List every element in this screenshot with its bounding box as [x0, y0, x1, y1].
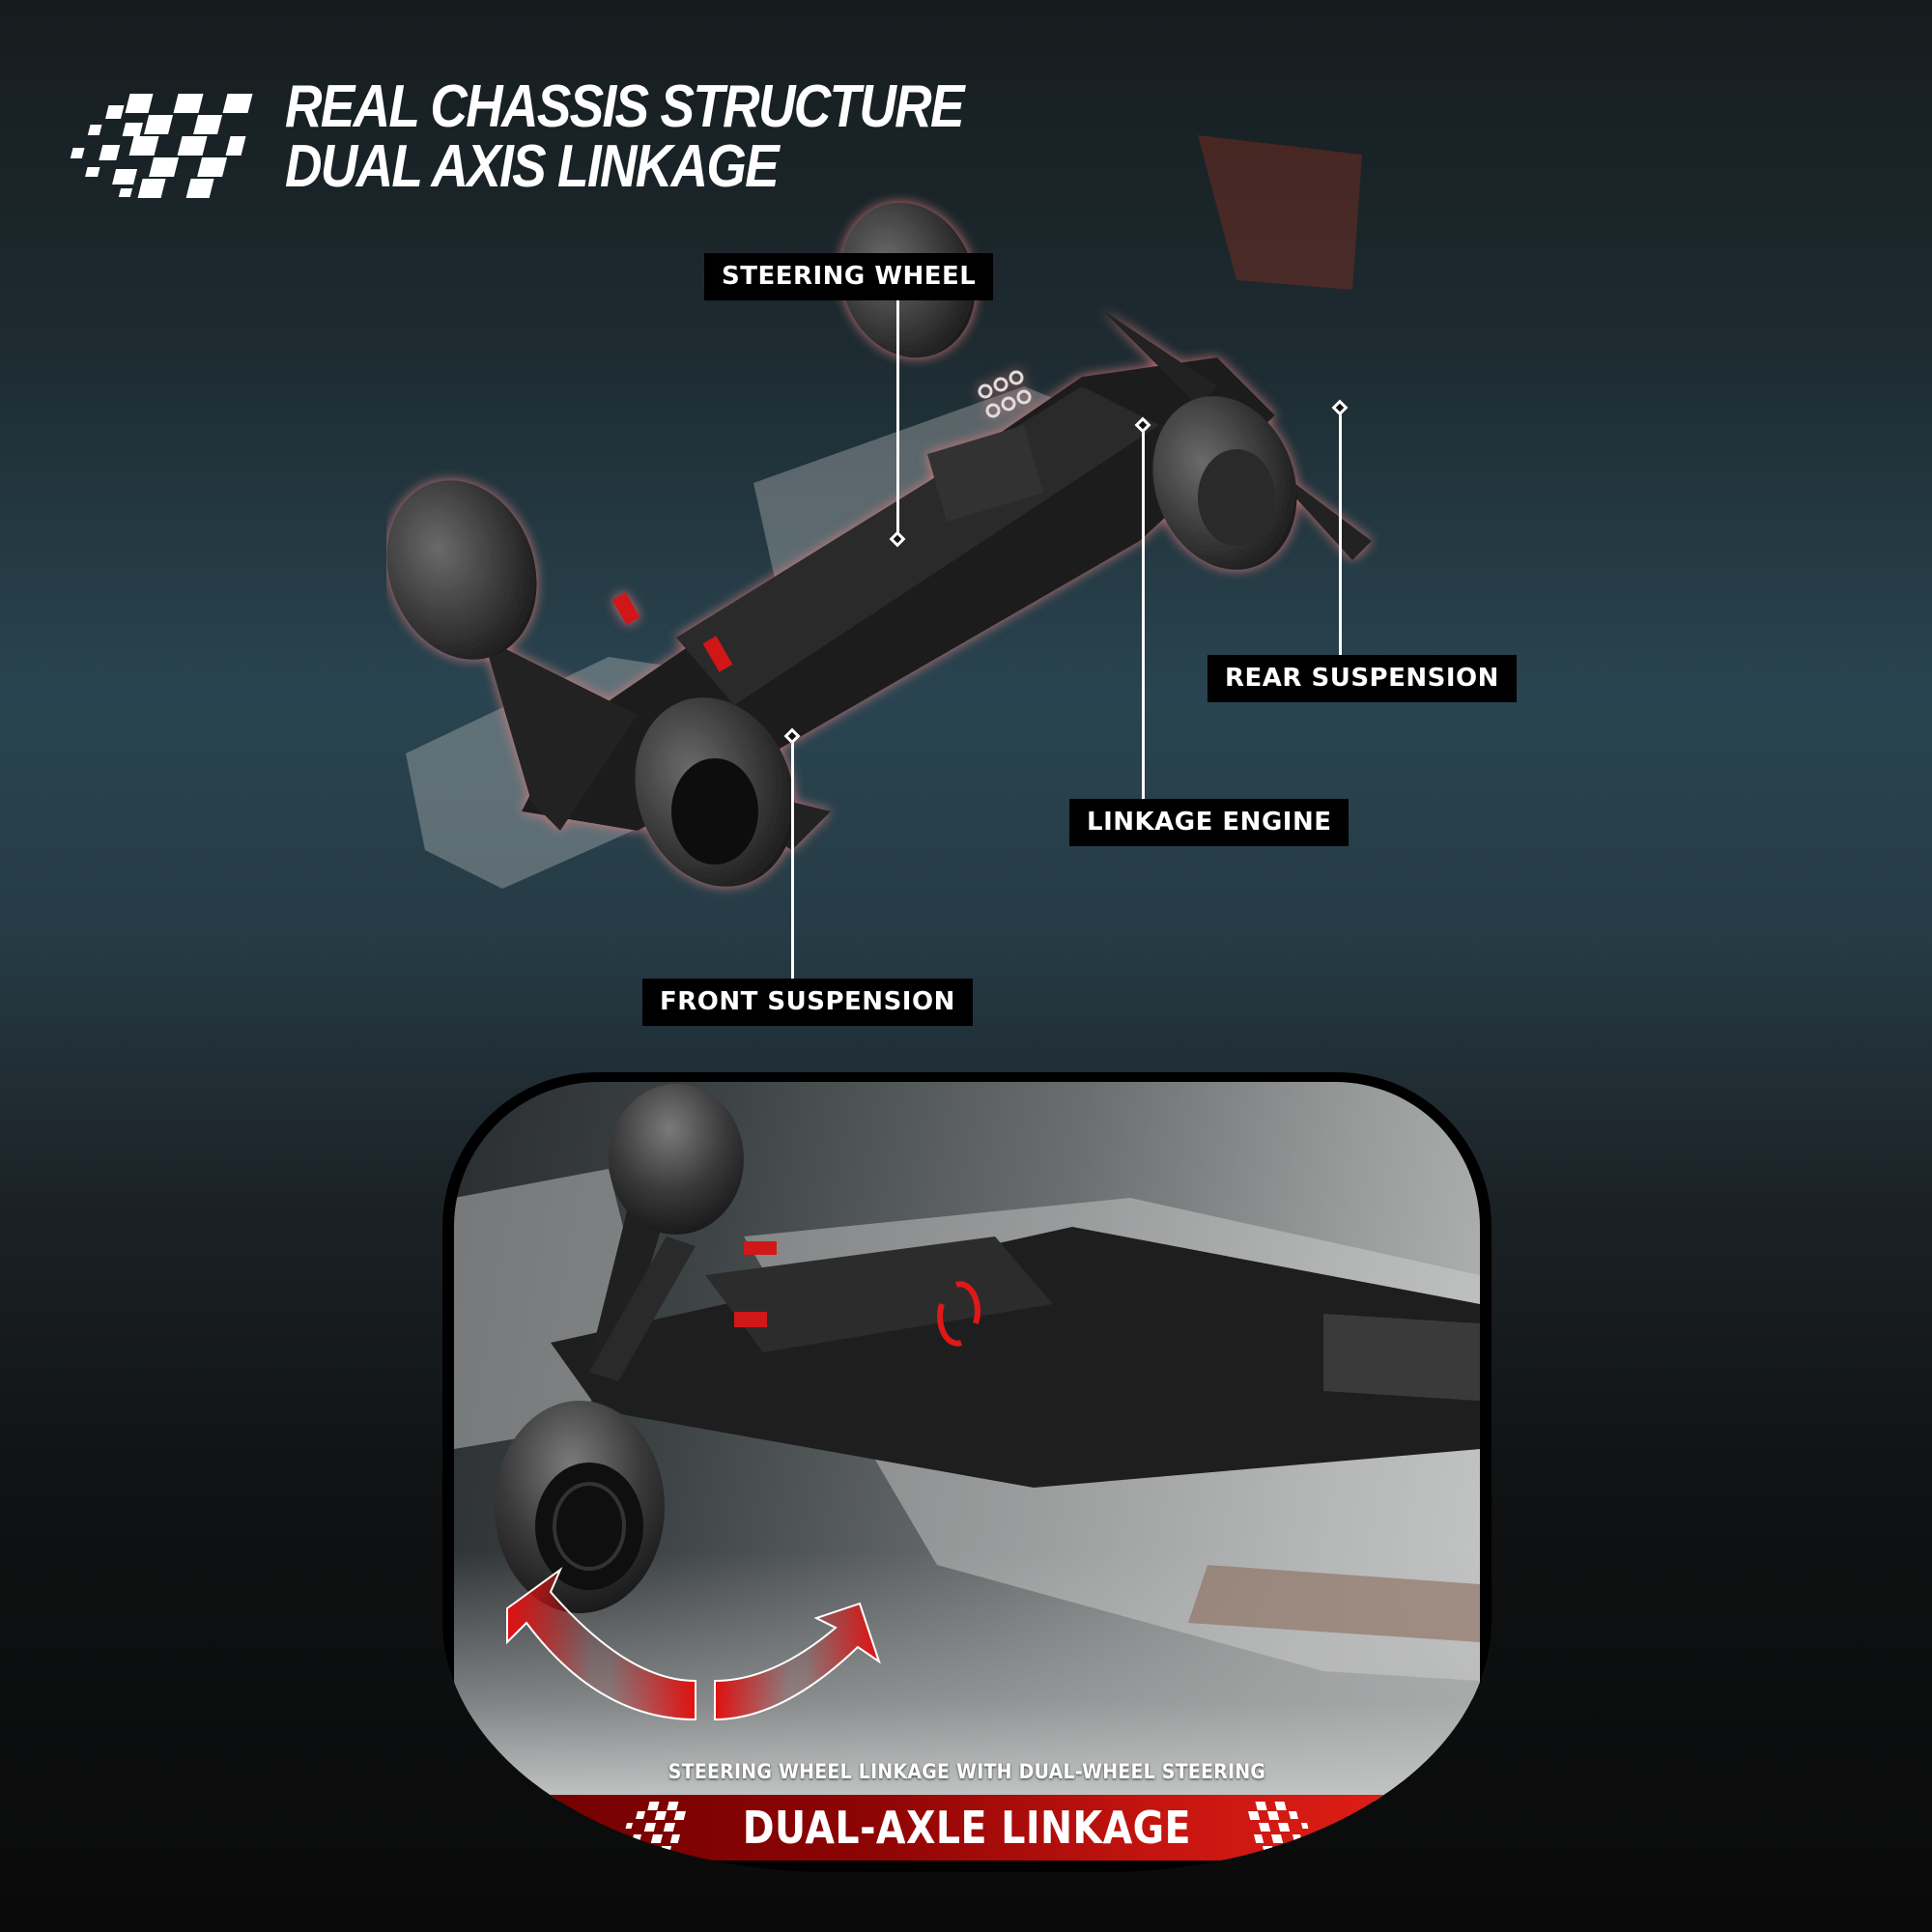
chassis-top-image — [386, 135, 1372, 889]
steering-detail-panel: STEERING WHEEL LINKAGE WITH DUAL-WHEEL S… — [442, 1072, 1492, 1872]
steering-caption: STEERING WHEEL LINKAGE WITH DUAL-WHEEL S… — [668, 1760, 1266, 1783]
leader-line — [1339, 408, 1342, 655]
dual-axle-banner: DUAL-AXLE LINKAGE — [454, 1795, 1480, 1861]
callout-front-suspension: FRONT SUSPENSION — [642, 979, 973, 1026]
rotate-arrows-icon — [937, 1281, 980, 1347]
title-line-1: REAL CHASSIS STRUCTURE — [285, 73, 965, 140]
checkered-flag-icon — [1247, 1802, 1309, 1854]
callout-linkage-engine: LINKAGE ENGINE — [1069, 799, 1350, 846]
callout-steering-wheel: STEERING WHEEL — [704, 253, 994, 300]
callout-rear-suspension: REAR SUSPENSION — [1208, 655, 1517, 702]
title-line-2: DUAL AXIS LINKAGE — [285, 133, 780, 200]
steering-arrow-icon — [506, 1567, 881, 1721]
steering-detail-image: STEERING WHEEL LINKAGE WITH DUAL-WHEEL S… — [454, 1082, 1480, 1802]
leader-line — [1142, 425, 1145, 799]
checkered-flag-icon — [625, 1802, 687, 1854]
leader-line — [791, 736, 794, 979]
banner-label: DUAL-AXLE LINKAGE — [742, 1802, 1192, 1854]
checkered-flag-icon — [70, 94, 253, 198]
chassis-closeup-image — [454, 1084, 1480, 1721]
leader-line — [896, 300, 899, 539]
page-title: REAL CHASSIS STRUCTURE DUAL AXIS LINKAGE — [285, 73, 965, 200]
